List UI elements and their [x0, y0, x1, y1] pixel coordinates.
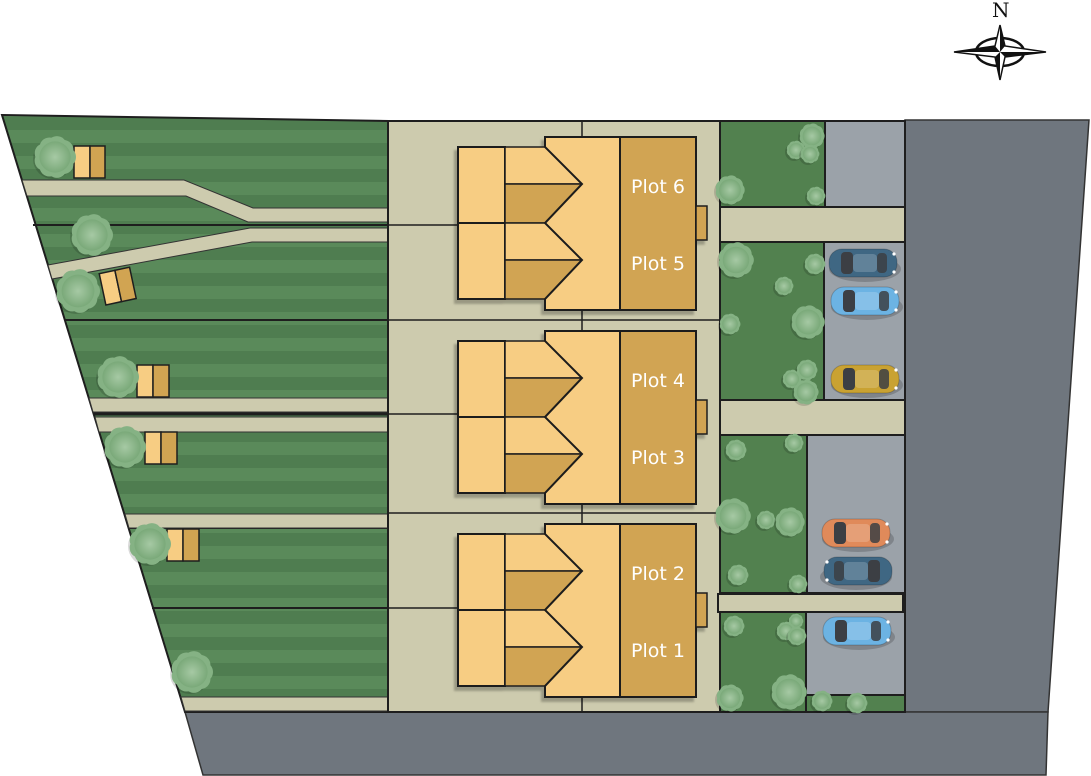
plot-1-label: Plot 1 [631, 640, 685, 662]
tree-icon [722, 615, 745, 638]
tree-icon [774, 507, 805, 538]
tree-icon [714, 498, 751, 535]
garden-shed [166, 528, 200, 562]
tree-icon [714, 175, 745, 206]
tree-icon [755, 510, 776, 531]
house-block [457, 330, 708, 505]
tree-icon [783, 433, 804, 454]
garden-shed [136, 364, 170, 398]
garden-path [88, 397, 389, 413]
car-orange [821, 518, 894, 552]
car-yellow [830, 364, 903, 398]
compass-rose: N [953, 0, 1047, 81]
garden-shed [98, 266, 138, 306]
tree-icon [803, 253, 826, 276]
tree-icon [55, 269, 101, 314]
road-east [904, 119, 1090, 713]
tree-icon [799, 144, 820, 165]
car-dark-blue [828, 248, 901, 282]
tree-icon [792, 379, 819, 406]
house-block [457, 523, 708, 698]
car-light-blue [822, 616, 895, 650]
tree-icon [787, 574, 808, 595]
tree-icon [103, 426, 146, 469]
tree-icon [718, 313, 741, 336]
plot-2-label: Plot 2 [631, 563, 685, 585]
plot-6-label: Plot 6 [631, 176, 685, 198]
compass-north-label: N [992, 0, 1010, 22]
front-gardens [717, 120, 906, 713]
house-block [457, 136, 708, 311]
tree-icon [786, 626, 807, 647]
garden-shed [144, 431, 178, 465]
tree-icon [785, 140, 806, 161]
tree-icon [770, 674, 807, 711]
tree-icon [798, 123, 825, 150]
tree-icon [128, 523, 171, 566]
tree-icon [773, 276, 794, 297]
garden-path [124, 513, 389, 529]
tree-icon [787, 613, 804, 630]
tree-icon [810, 690, 833, 713]
car-dark-blue [820, 556, 893, 590]
garden-path [180, 696, 389, 712]
car-light-blue [830, 286, 903, 320]
tree-icon [33, 136, 76, 179]
plot-4-label: Plot 4 [631, 370, 685, 392]
garden-path [94, 416, 389, 433]
tree-icon [715, 684, 744, 713]
tree-icon [70, 214, 113, 257]
tree-icon [781, 369, 802, 390]
tree-icon [170, 651, 213, 694]
plot-5-label: Plot 5 [631, 253, 685, 275]
tree-icon [717, 242, 754, 279]
tree-icon [790, 305, 825, 340]
garden-shed [73, 145, 106, 179]
road-south [184, 711, 1049, 776]
tree-icon [726, 564, 749, 587]
tree-icon [805, 186, 826, 207]
tree-icon [724, 439, 747, 462]
tree-icon [845, 692, 868, 715]
tree-icon [96, 356, 139, 399]
back-gardens [0, 113, 389, 713]
plot-3-label: Plot 3 [631, 447, 685, 469]
tree-icon [795, 359, 818, 382]
